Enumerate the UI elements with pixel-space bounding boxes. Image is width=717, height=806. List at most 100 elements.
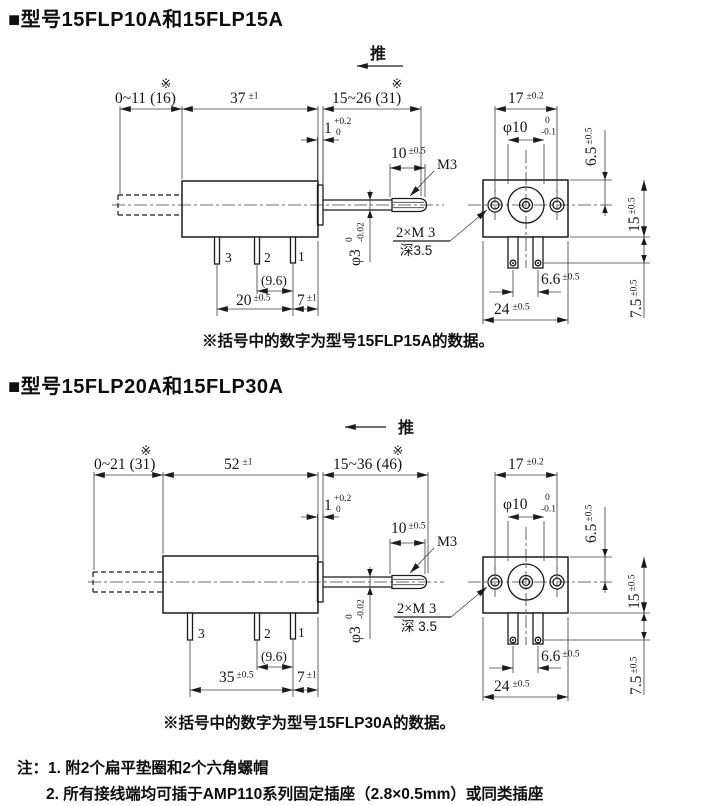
dim-tab-pitch-1: 6.6±0.5 <box>489 270 580 297</box>
dim-extend-2: ※ 15~36(46) <box>322 443 429 573</box>
dim-boss-dia-1: φ10 0 -0.1 <box>503 116 556 184</box>
dim-face-height-1: 15±0.5 <box>570 180 650 238</box>
terminal-tab <box>532 236 544 269</box>
dim-tol-up: 0 <box>545 116 550 126</box>
dim-text: 15~36(46) <box>333 456 402 473</box>
shaft-hub <box>518 197 534 213</box>
shaft-dia-text: φ3 0 -0.02 <box>345 222 367 266</box>
dim-text: φ3 <box>347 249 364 266</box>
shaft-hub <box>518 574 534 590</box>
terminal-tab <box>507 612 519 645</box>
tab-hole-dot <box>537 262 539 264</box>
dim-tab-drop-1: 7.5±0.5 <box>543 237 650 318</box>
boss-circle <box>507 563 545 601</box>
coil-body-outline <box>162 555 319 614</box>
face-plate <box>482 556 569 614</box>
ref-mark: ※ <box>161 76 172 91</box>
face-plate <box>482 179 569 238</box>
dim-text: 24±0.5 <box>494 301 530 318</box>
tap-depth-label: 深3.5 <box>400 243 432 258</box>
pin-label-2: 2 <box>264 626 271 641</box>
push-label: 推 <box>398 418 414 437</box>
terminal-pin <box>213 236 221 265</box>
dim-tol-dn: -0.1 <box>541 505 556 515</box>
tab-hole-dot <box>512 639 514 641</box>
dim-hole-pitch-2: 17±0.2 <box>494 456 558 569</box>
dim-text: (9.6) <box>261 273 287 288</box>
dim-body-length-1: 37±1 <box>181 90 319 180</box>
end-view-1 <box>468 150 612 269</box>
section-2-title: ■型号15FLP20A和15FLP30A <box>8 376 284 398</box>
section-1-note: ※括号中的数字为型号15FLP15A的数据。 <box>202 333 494 350</box>
dim-tab-pitch-2: 6.6±0.5 <box>489 646 580 673</box>
shaft-dia-text: φ3 0 -0.02 <box>345 599 367 643</box>
ref-mark: ※ <box>141 443 152 458</box>
terminal-pin <box>289 612 297 640</box>
shaft <box>323 199 392 211</box>
shaft-hole <box>521 577 531 587</box>
plunger-dashed <box>92 571 163 593</box>
dim-tol-up: 0 <box>345 614 355 619</box>
tab-hole <box>509 636 517 644</box>
dim-text: φ10 <box>503 119 528 136</box>
tab-hole-dot <box>512 262 514 264</box>
terminal-pin <box>186 612 194 641</box>
dim-text: 1 <box>324 120 332 137</box>
tab-hole <box>534 636 542 644</box>
dim-boss-offset-2: 6.5±0.5 <box>570 504 612 593</box>
dim-text: 6.6±0.5 <box>541 271 580 288</box>
dim-tol-dn: 0 <box>336 128 341 138</box>
dim-shaft-dia-2: φ3 0 -0.02 <box>345 567 373 643</box>
dim-pin-pitch-1: (9.6) <box>256 265 293 294</box>
dim-text: 7.5±0.5 <box>628 279 645 318</box>
washer <box>316 561 324 603</box>
side-view-2: 3 2 1 <box>88 555 444 641</box>
tap-depth-label: 深 3.5 <box>401 619 437 634</box>
callout-tap-spec-2: 2×M 3 深 3.5 <box>394 586 488 634</box>
push-label: 推 <box>370 44 386 63</box>
terminal-pins <box>186 612 297 641</box>
dim-text: 35±0.5 <box>219 669 254 686</box>
dim-pin-edge-1: 7±1 <box>293 241 319 316</box>
callout-thread-spec-2: M3 <box>409 534 457 574</box>
dim-text: 15~26(31) <box>332 90 401 107</box>
end-view-2 <box>468 527 612 645</box>
tap-spec-label: 2×M 3 <box>397 601 436 617</box>
dim-tol-up: 0 <box>545 493 550 503</box>
callout-tap-spec-1: 2×M 3 深3.5 <box>393 209 488 258</box>
ref-mark: ※ <box>392 76 403 91</box>
dim-text: 20±0.5 <box>236 292 271 309</box>
pin-label-1: 1 <box>298 625 305 640</box>
terminal-tab <box>507 236 519 269</box>
push-direction-1: 推 <box>357 44 403 69</box>
dim-text: 6.5±0.5 <box>583 504 600 543</box>
shaft-hole <box>521 200 531 210</box>
dim-text: 15±0.5 <box>626 574 643 609</box>
dim-text: (9.6) <box>261 649 287 664</box>
footnote-block: 注：1. 附2个扁平垫圈和2个六角螺帽 2. 所有接线端均可插于AMP110系列… <box>17 756 543 806</box>
tap-spec-label: 2×M 3 <box>396 225 435 241</box>
dim-thread-length-2: 10±0.5 <box>389 520 426 574</box>
shaft <box>323 576 392 588</box>
dim-body-length-2: 52±1 <box>162 456 319 555</box>
dim-text: 17±0.2 <box>508 90 544 107</box>
terminal-tabs <box>507 236 544 269</box>
dim-text: 10±0.5 <box>391 145 426 162</box>
dim-text: 52±1 <box>224 456 253 473</box>
footnote-text: 2. 所有接线端均可插于AMP110系列固定插座（2.8×0.5mm）或同类插座 <box>46 786 544 803</box>
thread-spec-label: M3 <box>437 534 457 550</box>
dim-extend-1: ※ 15~26(31) <box>322 76 422 196</box>
section-2-drawing: 推 <box>88 418 650 701</box>
terminal-pin <box>289 236 297 264</box>
dim-tol-dn: -0.02 <box>357 222 367 242</box>
dim-hole-pitch-1: 17±0.2 <box>494 90 558 192</box>
threaded-end <box>391 574 428 590</box>
dim-stroke-2: ※ 0~21(31) <box>93 443 163 570</box>
footnote-text: 1. 附2个扁平垫圈和2个六角螺帽 <box>48 760 269 777</box>
dim-text: 6.6±0.5 <box>541 648 580 665</box>
dim-text: 24±0.5 <box>494 678 530 695</box>
dim-boss-offset-1: 6.5±0.5 <box>570 127 612 216</box>
push-direction-2: 推 <box>345 418 414 437</box>
dim-text: 15±0.5 <box>626 197 643 232</box>
dim-text: 7.5±0.5 <box>628 656 645 695</box>
